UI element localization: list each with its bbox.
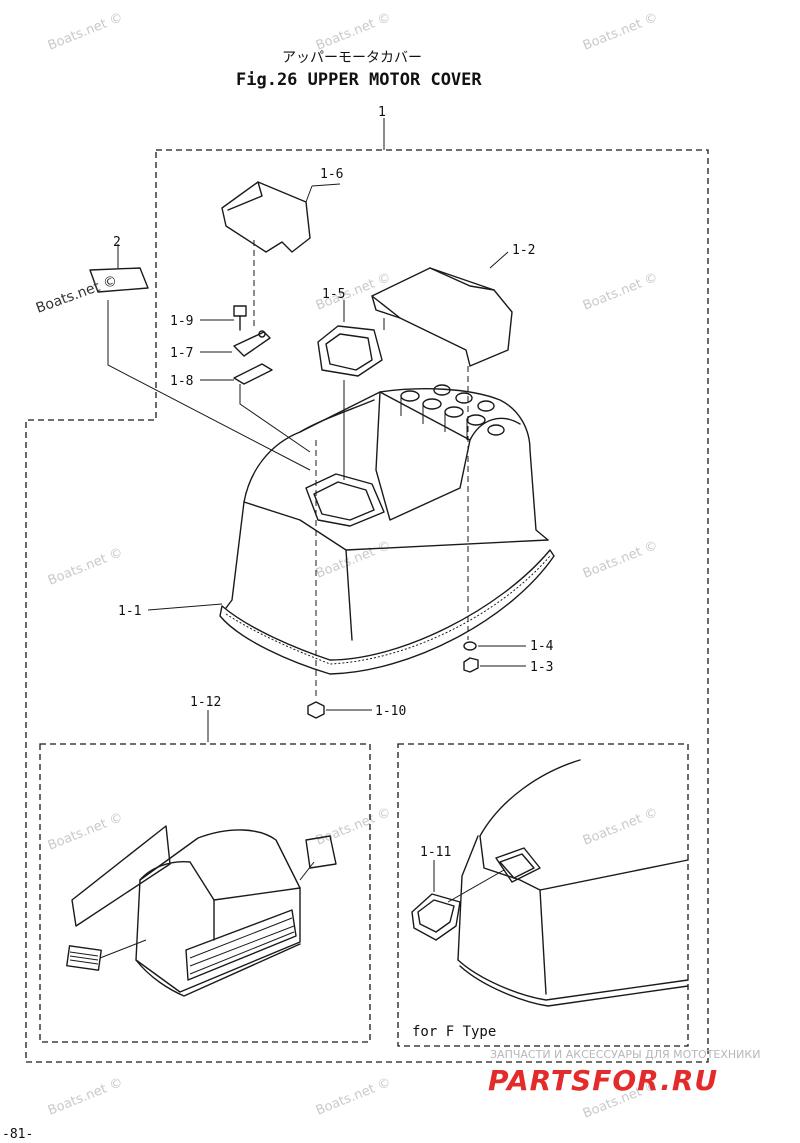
part-1-2-cover xyxy=(371,251,513,640)
part-label: 1-8 xyxy=(170,374,193,389)
part-1-4-washer xyxy=(463,641,526,651)
watermark: Boats.net © xyxy=(314,805,393,849)
subfigure-note: for F Type xyxy=(412,1024,496,1040)
part-label: 1-6 xyxy=(320,167,343,182)
part-label: 2 xyxy=(113,235,121,250)
decal-set-box xyxy=(39,710,371,1043)
watermark: Boats.net © xyxy=(314,538,393,582)
watermark: Boats.net © xyxy=(46,1075,125,1119)
part-1-6-plate xyxy=(221,181,341,330)
part-2-decal xyxy=(89,244,311,471)
watermark: Boats.net © xyxy=(581,538,660,582)
part-label: 1-4 xyxy=(530,639,554,654)
watermark: Boats.net © xyxy=(314,10,393,54)
part-label: 1-10 xyxy=(375,704,406,719)
watermark-dark: Boats.net © xyxy=(34,273,120,317)
watermark: Boats.net © xyxy=(314,1075,393,1119)
brand-logo-text: PARTSFOR.RU xyxy=(488,1064,718,1097)
page-number: -81- xyxy=(2,1127,33,1142)
figure-title: Fig.26 UPPER MOTOR COVER xyxy=(236,70,482,90)
part-1-10-nut xyxy=(307,440,372,719)
part-label: 1-11 xyxy=(420,845,451,860)
watermark: Boats.net © xyxy=(46,10,125,54)
watermark: Boats.net © xyxy=(581,270,660,314)
title-japanese: アッパーモータカバー xyxy=(282,50,422,66)
watermark: Boats.net © xyxy=(46,810,125,854)
brand-tagline: ЗАПЧАСТИ И АКСЕССУАРЫ ДЛЯ МОТОТЕХНИКИ xyxy=(490,1048,760,1061)
part-1-8-plate xyxy=(200,363,311,453)
part-label: 1-3 xyxy=(530,660,553,675)
part-label: 1-2 xyxy=(512,243,535,258)
f-type-box xyxy=(397,743,689,1047)
watermark: Boats.net © xyxy=(581,10,660,54)
watermark: Boats.net © xyxy=(46,545,125,589)
part-label: 1 xyxy=(378,105,386,120)
part-label: 1-1 xyxy=(118,604,141,619)
part-1-9-bolt xyxy=(200,305,247,331)
assembly-outline xyxy=(25,118,709,1063)
part-1-1-motor-cover xyxy=(219,384,555,675)
watermark-layer: Boats.net © Boats.net © Boats.net © Boat… xyxy=(46,10,660,1122)
part-labels: 1 1-6 2 1-2 1-5 1-9 1-7 1-8 1-1 1-4 1-3 … xyxy=(113,105,554,860)
part-1-3-nut xyxy=(463,657,526,673)
part-label: 1-5 xyxy=(322,287,345,302)
watermark: Boats.net © xyxy=(581,805,660,849)
part-1-7-latch xyxy=(200,330,271,357)
part-label: 1-12 xyxy=(190,695,221,710)
brand-logo: ЗАПЧАСТИ И АКСЕССУАРЫ ДЛЯ МОТОТЕХНИКИ PA… xyxy=(488,1048,760,1097)
part-label: 1-7 xyxy=(170,346,193,361)
part-1-5-grommet xyxy=(317,300,383,480)
part-label: 1-9 xyxy=(170,314,193,329)
